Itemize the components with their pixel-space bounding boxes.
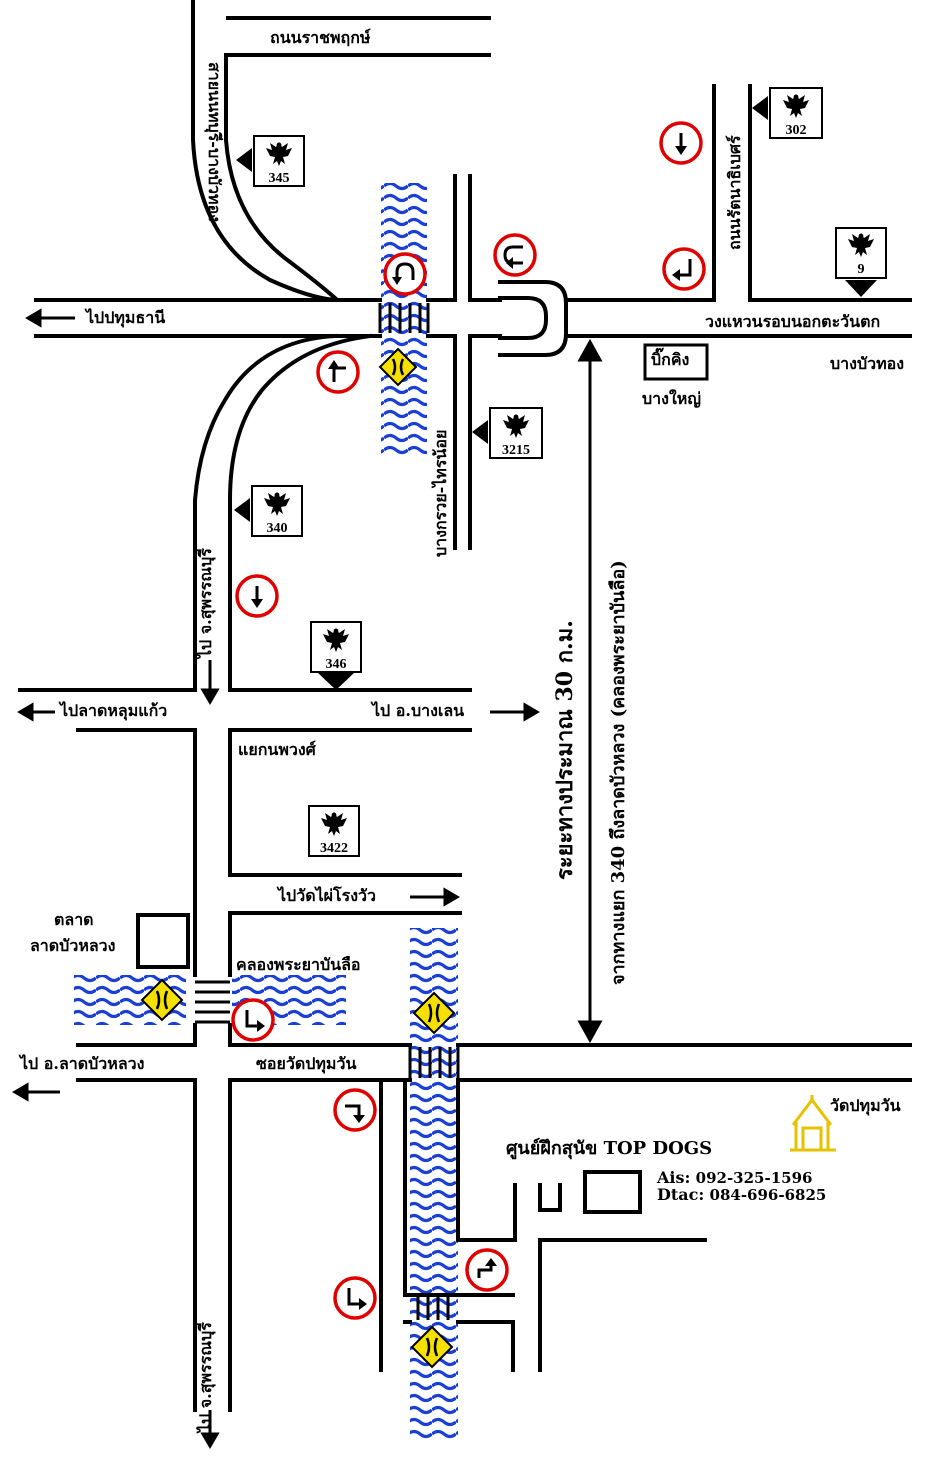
- route-number: 346: [326, 657, 347, 672]
- route-number: 3215: [502, 443, 530, 458]
- route-sign-346: 346: [310, 621, 362, 690]
- label-to-lat-bua-luang: ไป อ.ลาดบัวหลวง: [20, 1054, 145, 1073]
- turn-left-sign-icon: [316, 350, 360, 394]
- uturn-sign-icon: [493, 233, 537, 277]
- route-sign-3215: 3215: [472, 407, 543, 459]
- label-wat-pathum-wan: วัดปทุมวัน: [830, 1096, 901, 1115]
- turn-right-sign-icon: [333, 1276, 377, 1320]
- route-number: 9: [858, 262, 865, 277]
- distance-sub-label: จากทางแยก 340 ถึงลาดบัวหลวง (คลองพระยาบั…: [608, 560, 629, 985]
- label-to-bang-len: ไป อ.บางเลน: [372, 701, 465, 720]
- turn-left-down-sign-icon: [662, 247, 706, 291]
- narrow-bridge-icon: [140, 978, 184, 1022]
- destination-name: ศูนย์ฝึกสุนัข TOP DOGS: [506, 1138, 713, 1159]
- temple-icon: [790, 1095, 836, 1152]
- narrow-bridge-signs: [140, 347, 456, 1369]
- turn-right-down-sign-icon: [333, 1088, 377, 1132]
- bridges: [195, 303, 460, 1320]
- label-to-wat-phai-rong-wua: ไปวัดไผ่โรงวัว: [278, 886, 376, 905]
- label-ratchaphruek-road: ถนนราชพฤกษ์: [270, 28, 371, 47]
- label-to-lat-lum-kaeo: ไปลาดหลุมแก้ว: [60, 701, 168, 720]
- dtac-label: Dtac:: [657, 1185, 705, 1204]
- dtac-number: 084-696-6825: [709, 1186, 827, 1204]
- label-lat-bua-luang-market: ลาดบัวหลวง: [30, 936, 116, 955]
- label-to-suphanburi-top: ไป จ.สุพรรณบุรี: [196, 548, 215, 658]
- label-ring-road-west: วงแหวนรอบนอกตะวันตก: [705, 312, 881, 331]
- label-market: ตลาด: [54, 910, 94, 929]
- route-number: 340: [267, 521, 288, 536]
- label-canal-phraya-banlue: คลองพระยาบันลือ: [236, 955, 361, 974]
- route-sign-302: 302: [752, 87, 823, 139]
- narrow-bridge-icon: [410, 1325, 454, 1369]
- uturn-sign-icon: [383, 252, 427, 296]
- label-nonthaburi-bangbuathong: สายนนทบุรี-บางบัวทอง: [205, 62, 224, 222]
- label-big-c: บิ๊กคิง: [651, 350, 690, 369]
- roads: [18, 0, 912, 1412]
- label-bangkruai-sainoi: บางกรวย-ไทรน้อย: [431, 429, 450, 557]
- label-soi-wat-pathum-wan: ซอยวัดปทุมวัน: [256, 1054, 357, 1073]
- label-to-suphanburi-bottom: ไป จ.สุพรรณบุรี: [196, 1322, 215, 1432]
- route-number: 345: [269, 171, 290, 186]
- narrow-bridge-icon: [412, 991, 456, 1035]
- route-sign-9: 9: [835, 227, 887, 297]
- turn-right-up-sign-icon: [465, 1248, 509, 1292]
- label-bangbuathong: บางบัวทอง: [830, 354, 905, 373]
- down-arrow-sign-icon: [235, 574, 279, 618]
- route-sign-340: 340: [234, 485, 303, 537]
- contact-ais: Ais: 092-325-1596: [657, 1170, 812, 1186]
- traffic-signs: [231, 121, 706, 1320]
- route-number: 302: [786, 123, 807, 138]
- distance-main-label: ระยะทางประมาณ 30 ก.ม.: [552, 620, 578, 880]
- narrow-bridge-icon: [378, 347, 418, 387]
- ais-number: 092-325-1596: [695, 1169, 813, 1187]
- direction-arrows: [12, 308, 603, 1449]
- label-rattanathibet-road: ถนนรัตนาธิเบศร์: [725, 135, 744, 250]
- route-signs: 345 302 9 3215 340 346: [234, 87, 887, 857]
- label-bang-yai: บางใหญ่: [642, 389, 701, 408]
- contact-dtac: Dtac: 084-696-6825: [657, 1187, 826, 1203]
- label-to-pathumthani: ไปปทุมธานี: [86, 308, 166, 327]
- down-arrow-sign-icon: [659, 121, 703, 165]
- label-noppawong-junction: แยกนพวงศ์: [238, 740, 316, 759]
- ais-label: Ais:: [657, 1168, 691, 1187]
- route-sign-345: 345: [236, 135, 305, 187]
- big-c-box: [643, 343, 709, 381]
- route-number: 3422: [320, 841, 348, 856]
- route-sign-3422: 3422: [308, 805, 360, 857]
- turn-right-sign-icon: [231, 998, 275, 1042]
